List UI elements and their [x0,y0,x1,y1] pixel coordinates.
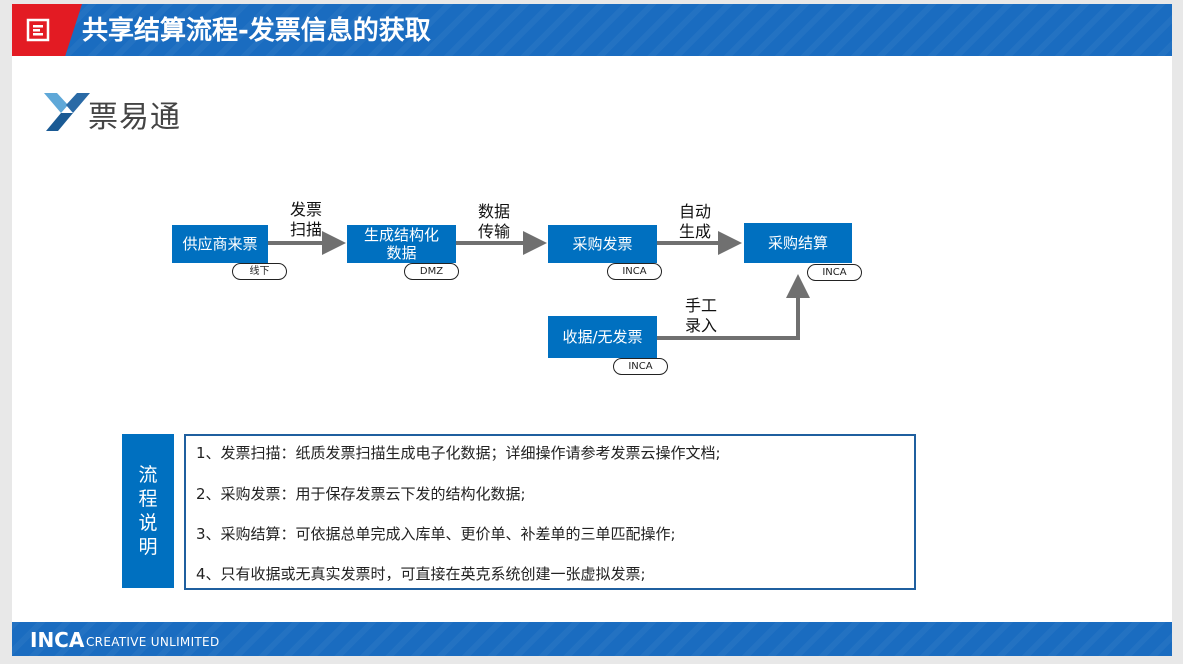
desc-line-1: 1、发票扫描：纸质发票扫描生成电子化数据；详细操作请参考发票云操作文档; [196,444,721,462]
tag-offline: 线下 [232,263,287,280]
header-bar: 共享结算流程-发票信息的获取 [12,4,1172,56]
edge-label-auto-line2: 生成 [679,222,712,241]
desc-line-4: 4、只有收据或无真实发票时，可直接在英克系统创建一张虚拟发票; [196,565,646,583]
desc-title-char: 程 [138,488,158,510]
process-description-box: 1、发票扫描：纸质发票扫描生成电子化数据；详细操作请参考发票云操作文档; 2、采… [184,434,916,590]
node-purchase-invoice: 采购发票 [548,225,657,263]
desc-title-char: 说 [138,512,158,534]
footer-brand: INCA [30,628,85,652]
desc-title-char: 明 [138,536,158,558]
page-title: 共享结算流程-发票信息的获取 [82,16,431,46]
desc-title-char: 流 [138,464,158,486]
edge-label-auto-line1: 自动 [679,202,712,221]
edge-label-transfer: 数据 传输 [478,202,510,242]
tag-dmz: DMZ [404,263,459,280]
desc-line-2: 2、采购发票：用于保存发票云下发的结构化数据; [196,485,526,503]
edge-label-scan-line2: 扫描 [290,220,323,239]
edge-label-scan-line1: 发票 [290,200,323,219]
footer-bar: INCA CREATIVE UNLIMITED [12,622,1172,656]
inca-logo-icon [26,18,50,42]
tag-inca-settlement: INCA [807,264,862,281]
edge-label-scan: 发票 扫描 [290,200,322,240]
node-structured-data: 生成结构化数据 [347,225,456,263]
process-description-title: 流 程 说 明 [122,434,174,588]
brand-name: 票易通 [88,100,181,135]
slide: 共享结算流程-发票信息的获取 票易通 供应商来票 生成结构化数据 采购发票 采购… [12,4,1172,656]
edge-label-transfer-line1: 数据 [478,202,511,221]
tag-inca-invoice: INCA [607,263,662,280]
footer-tagline: CREATIVE UNLIMITED [86,635,220,649]
edge-label-manual-line1: 手工 [685,296,718,315]
piaoyitong-logo-icon [44,93,90,131]
edge-label-manual-line2: 录入 [685,316,718,335]
tag-inca-receipt: INCA [613,358,668,375]
flow-diagram [268,231,810,340]
node-supplier-invoice: 供应商来票 [172,225,268,263]
node-receipt-no-invoice: 收据/无发票 [548,316,657,358]
edge-label-manual: 手工 录入 [685,296,717,336]
edge-label-transfer-line2: 传输 [478,222,511,241]
node-purchase-settlement: 采购结算 [744,223,852,263]
arrow-manual [657,274,810,340]
edge-label-auto: 自动 生成 [679,202,711,242]
desc-line-3: 3、采购结算：可依据总单完成入库单、更价单、补差单的三单匹配操作; [196,525,676,543]
